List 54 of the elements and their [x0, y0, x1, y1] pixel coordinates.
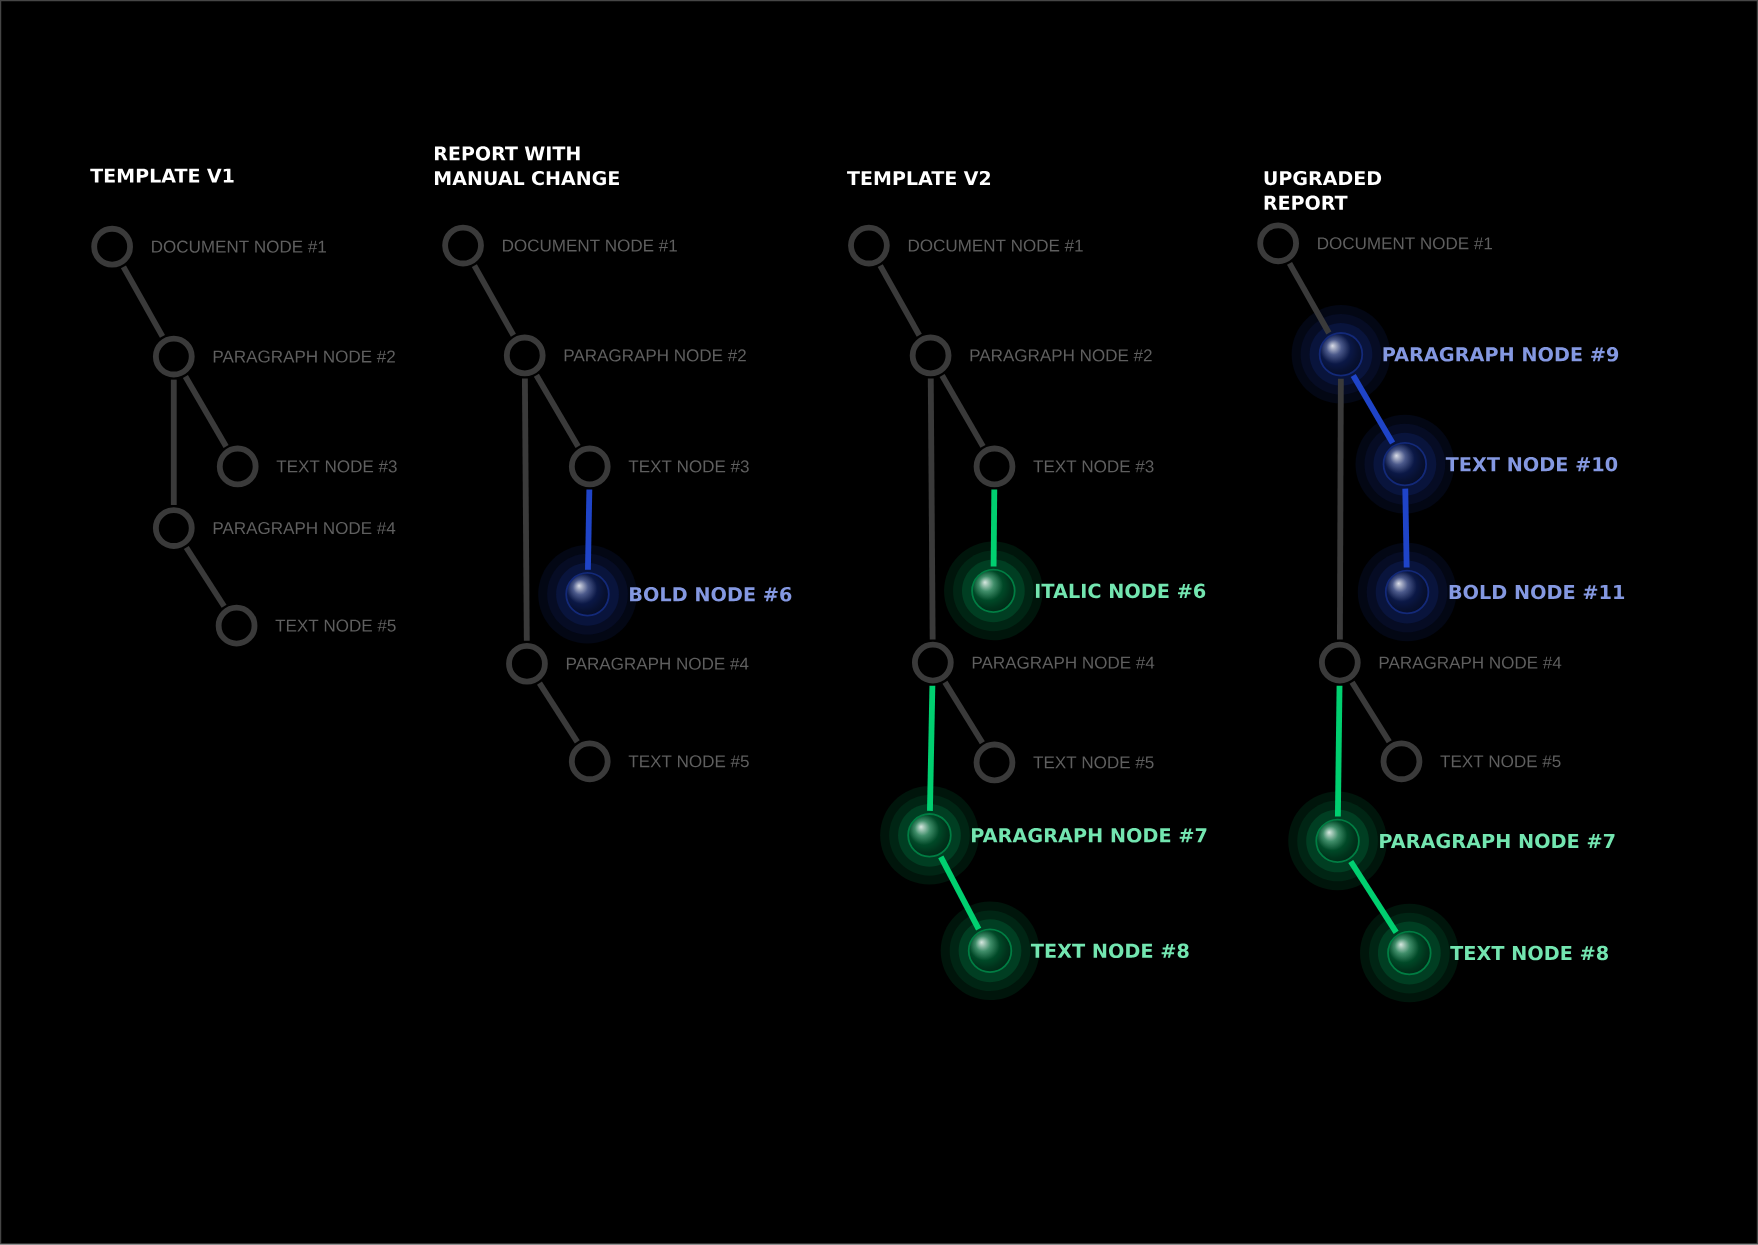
connector: [537, 681, 580, 744]
connector: [585, 489, 593, 571]
connector: [1350, 374, 1396, 445]
connector: [877, 264, 922, 337]
connector: [1287, 262, 1332, 335]
node-label: TEXT NODE #3: [1033, 460, 1154, 473]
node-label: PARAGRAPH NODE #7: [972, 828, 1207, 843]
node-label: TEXT NODE #8: [1030, 943, 1189, 959]
node-label: PARAGRAPH NODE #2: [970, 349, 1152, 362]
connector: [927, 685, 936, 812]
connector: [1348, 860, 1399, 935]
panel-title: TEMPLATE V1: [90, 168, 234, 183]
connector: [182, 375, 229, 449]
node-label: PARAGRAPH NODE #9: [1383, 347, 1619, 362]
node-label: DOCUMENT NODE #1: [908, 239, 1083, 252]
panel-title: UPGRADED REPORT: [1264, 171, 1382, 211]
node-label: TEXT NODE #10: [1445, 457, 1618, 472]
node-label: PARAGRAPH NODE #2: [213, 350, 395, 363]
node-label: BOLD NODE #11: [1449, 584, 1625, 600]
connector: [1334, 685, 1343, 817]
panel-title: REPORT WITH MANUAL CHANGE: [435, 146, 619, 186]
node-label: DOCUMENT NODE #1: [503, 239, 677, 252]
connector: [938, 855, 982, 931]
connector: [120, 265, 166, 339]
connector: [990, 489, 998, 567]
node-label: TEXT NODE #5: [628, 755, 749, 768]
connector: [471, 264, 516, 337]
connector: [1402, 488, 1410, 568]
connector: [939, 374, 986, 449]
node-label: PARAGRAPH NODE #4: [566, 657, 749, 671]
node-label: ITALIC NODE #6: [1035, 583, 1206, 599]
connector: [183, 546, 227, 609]
connector: [521, 378, 530, 641]
node-label: TEXT NODE #5: [1033, 756, 1154, 769]
connector: [1349, 680, 1392, 744]
node-label: TEXT NODE #5: [275, 619, 396, 632]
node-label: PARAGRAPH NODE #2: [564, 349, 746, 362]
node-label: TEXT NODE #3: [628, 460, 749, 473]
node-label: PARAGRAPH NODE #4: [213, 522, 396, 535]
node-label: PARAGRAPH NODE #4: [972, 656, 1155, 669]
node-label: BOLD NODE #6: [630, 587, 792, 602]
node-label: DOCUMENT NODE #1: [152, 240, 326, 253]
node-label: TEXT NODE #5: [1440, 755, 1561, 768]
node-label: PARAGRAPH NODE #4: [1379, 656, 1562, 669]
node-label: TEXT NODE #8: [1450, 945, 1608, 961]
panel-title: TEMPLATE V2: [847, 171, 991, 186]
connector: [170, 379, 177, 506]
connector: [1337, 379, 1344, 640]
connector: [533, 374, 581, 449]
node-label: TEXT NODE #3: [276, 460, 397, 473]
node-label: PARAGRAPH NODE #7: [1380, 833, 1615, 849]
connector: [942, 681, 985, 745]
connector: [927, 378, 936, 640]
node-label: DOCUMENT NODE #1: [1318, 237, 1492, 250]
